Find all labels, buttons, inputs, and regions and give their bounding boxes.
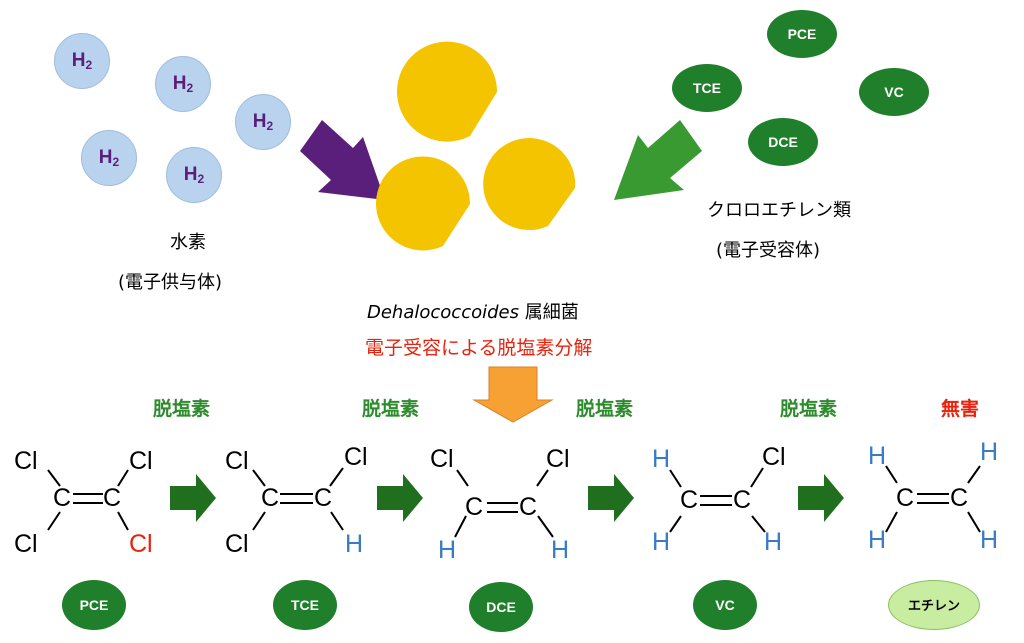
atom-c: C	[103, 484, 122, 512]
step-arrow-1	[170, 474, 216, 522]
bacteria-label: Dehalococcoides 属細菌	[367, 298, 579, 324]
atom-h: H	[652, 528, 671, 556]
atom-cl: Cl	[225, 447, 249, 475]
step-label-dechlorination: 脱塩素	[576, 398, 634, 420]
atom-c: C	[519, 493, 538, 521]
atom-c: C	[950, 484, 969, 512]
atom-cl: Cl	[430, 445, 454, 473]
compound-oval-ethylene: エチレン	[888, 580, 980, 630]
hydrogen-molecule: H2	[54, 33, 110, 89]
step-arrow-4	[798, 474, 844, 522]
donor-title: 水素	[170, 232, 206, 253]
genus-suffix: 属細菌	[518, 302, 579, 323]
bacterium-pacman	[376, 156, 471, 251]
step-label-dechlorination: 脱塩素	[153, 398, 211, 420]
hydrogen-molecule: H2	[155, 56, 211, 112]
atom-h: H	[438, 536, 457, 564]
compound-oval-pce: PCE	[62, 580, 126, 630]
atom-h: H	[980, 526, 999, 554]
atom-h: H	[980, 438, 999, 466]
atom-h: H	[551, 536, 570, 564]
hydrogen-molecule: H2	[235, 94, 291, 150]
process-label: 電子受容による脱塩素分解	[365, 337, 593, 359]
bacterium-pacman	[483, 138, 576, 231]
tce-oval: TCE	[672, 64, 742, 112]
pce-oval: PCE	[767, 10, 837, 58]
compound-oval-dce: DCE	[469, 582, 533, 632]
atom-h: H	[764, 528, 783, 556]
green-arrow	[614, 120, 702, 200]
step-label-dechlorination: 脱塩素	[780, 398, 838, 420]
step-arrow-3	[588, 474, 634, 522]
dce-oval: DCE	[748, 118, 818, 166]
atom-h: H	[868, 442, 887, 470]
atom-h: H	[652, 445, 671, 473]
step-arrow-2	[377, 474, 423, 522]
hydrogen-molecule: H2	[166, 147, 222, 203]
atom-c: C	[261, 484, 280, 512]
compound-oval-vc: VC	[693, 580, 757, 630]
atom-cl: Cl	[129, 447, 153, 475]
atom-h: H	[345, 530, 364, 558]
hydrogen-molecule: H2	[81, 130, 137, 186]
atom-cl: Cl	[14, 447, 38, 475]
atom-c: C	[465, 493, 484, 521]
step-label-dechlorination: 脱塩素	[362, 398, 420, 420]
atom-cl: Cl	[14, 530, 38, 558]
compound-oval-tce: TCE	[273, 580, 337, 630]
step-label-harmless: 無害	[941, 398, 980, 420]
purple-arrow	[300, 120, 385, 200]
atom-cl: Cl	[344, 443, 368, 471]
acceptor-title: クロロエチレン類	[707, 200, 851, 221]
atom-c: C	[733, 486, 752, 514]
vc-oval: VC	[859, 68, 929, 116]
atom-h: H	[868, 526, 887, 554]
genus-name: Dehalococcoides	[367, 302, 519, 323]
orange-down-arrow	[472, 366, 554, 423]
atom-cl: Cl	[546, 445, 570, 473]
atom-c: C	[896, 484, 915, 512]
atom-c: C	[314, 484, 333, 512]
atom-cl: Cl	[225, 530, 249, 558]
atom-cl-removed: Cl	[129, 530, 153, 558]
atom-c: C	[680, 486, 699, 514]
bacterium-pacman	[397, 41, 498, 142]
donor-subtitle: (電子供与体)	[118, 272, 223, 293]
atom-cl: Cl	[762, 443, 786, 471]
acceptor-subtitle: (電子受容体)	[716, 240, 821, 261]
atom-c: C	[53, 484, 72, 512]
